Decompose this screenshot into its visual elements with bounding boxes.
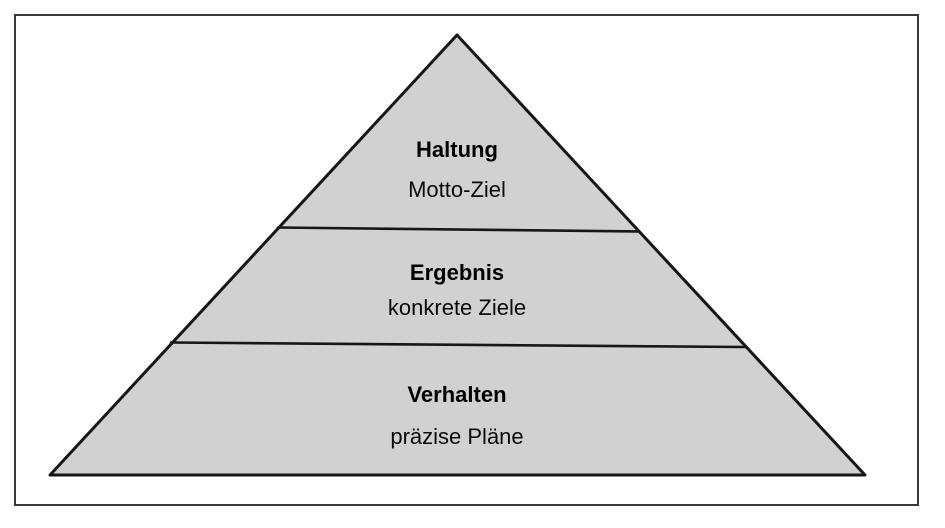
divider-haltung-ergebnis [276, 226, 640, 233]
level-ergebnis-subtitle: konkrete Ziele [388, 295, 526, 320]
level-haltung-subtitle: Motto-Ziel [408, 177, 506, 202]
level-haltung-title: Haltung [416, 137, 498, 162]
level-verhalten-title: Verhalten [407, 382, 506, 407]
pyramid-shape [48, 33, 867, 477]
divider-ergebnis-verhalten [169, 341, 746, 349]
level-verhalten-subtitle: präzise Pläne [390, 424, 523, 449]
level-ergebnis-title: Ergebnis [410, 260, 504, 285]
